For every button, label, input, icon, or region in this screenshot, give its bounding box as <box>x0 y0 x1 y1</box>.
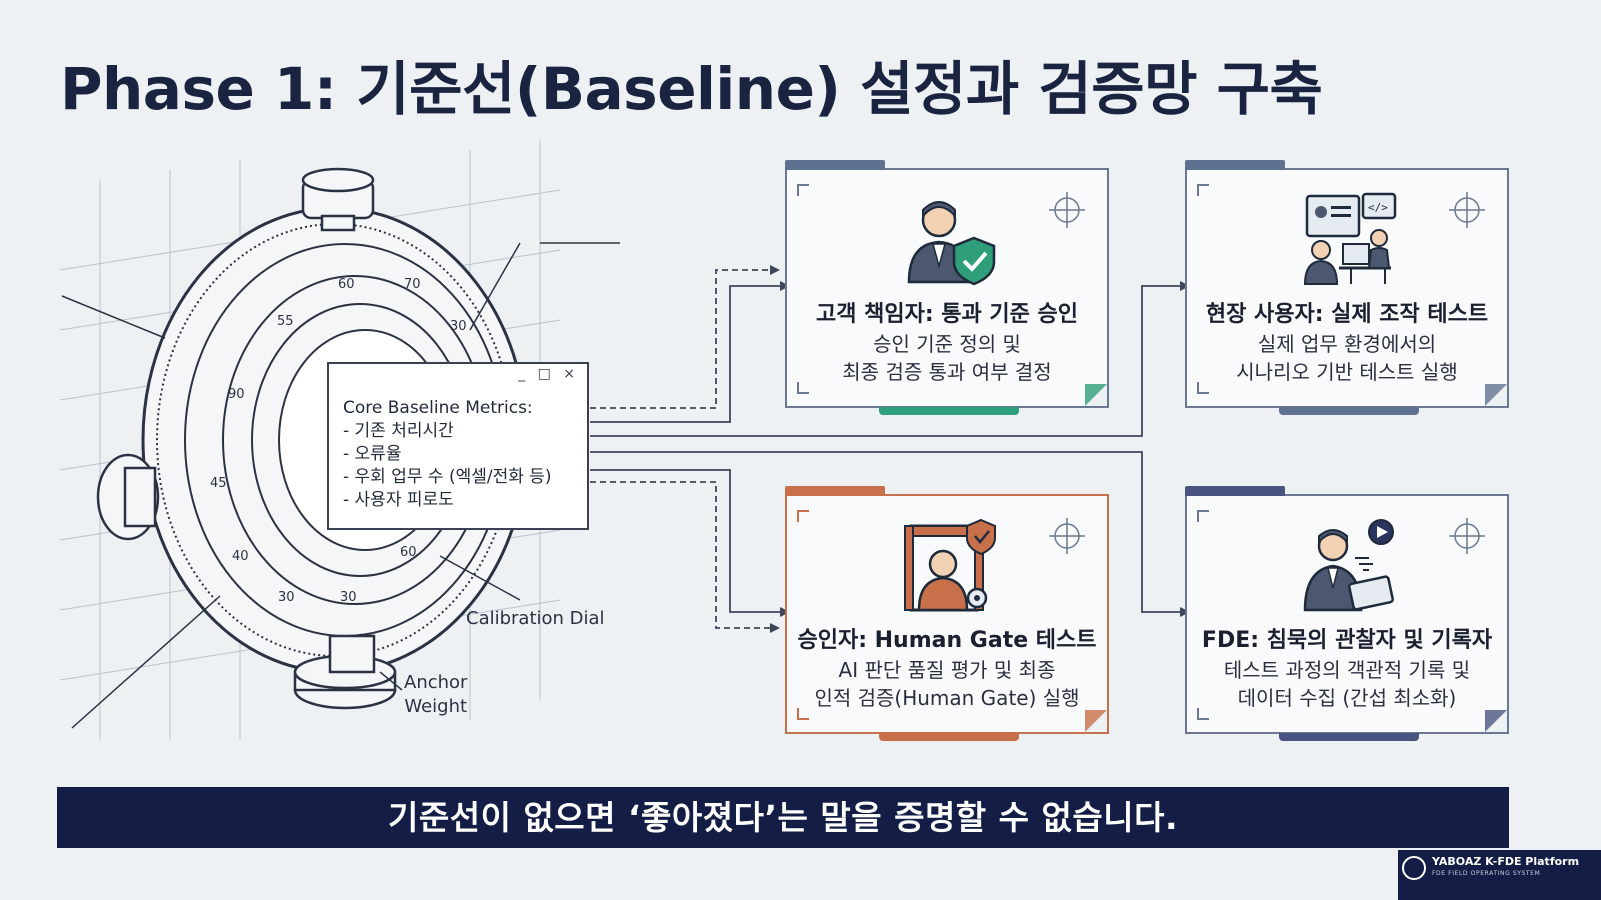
card-accent-bar <box>1279 407 1419 415</box>
card-accent-bar <box>879 733 1019 741</box>
metrics-heading: Core Baseline Metrics: <box>343 398 533 418</box>
page-fold <box>1085 384 1107 406</box>
dial-tick-label: 40 <box>232 549 249 564</box>
card-heading: 현장 사용자: 실제 조작 테스트 <box>1205 302 1489 327</box>
anchor-weight-label: Anchor Weight <box>404 672 468 717</box>
page-title: Phase 1: 기준선(Baseline) 설정과 검증망 구축 <box>60 55 1323 123</box>
card-tab <box>785 160 885 170</box>
dial-tick-label: 60 <box>400 545 417 560</box>
dial-tick-label: 30 <box>340 590 357 605</box>
card-body: 승인 기준 정의 및 최종 검증 통과 여부 결정 <box>842 332 1052 384</box>
card-heading: 승인자: Human Gate 테스트 <box>797 628 1097 653</box>
svg-text:</>: </> <box>1368 201 1388 214</box>
person-shield-check-icon <box>907 201 996 286</box>
crosshair-icon <box>1049 518 1085 554</box>
side-knob <box>96 453 160 541</box>
page-fold <box>1085 710 1107 732</box>
key-message-banner: 기준선이 없으면 ‘좋아졌다’는 말을 증명할 수 없습니다. <box>57 787 1509 848</box>
metrics-item: - 오류율 <box>343 444 402 464</box>
card-field-user: </> 현장 사용자: 실제 조작 테스트 실제 업무 환경에서의 시나리오 기… <box>1185 160 1509 415</box>
card-tab <box>1185 486 1285 496</box>
page-fold <box>1485 710 1507 732</box>
metrics-list: - 기존 처리시간 - 오류율 - 우회 업무 수 (엑셀/전화 등) - 사용… <box>343 420 552 512</box>
crosshair-icon <box>1449 192 1485 228</box>
dial-tick-label: 45 <box>210 476 227 491</box>
logo-title: YABOAZ K-FDE Platform <box>1432 855 1580 868</box>
card-fde-observer: FDE: 침묵의 관찰자 및 기록자 테스트 과정의 객관적 기록 및 데이터 … <box>1185 486 1509 741</box>
card-tab <box>785 486 885 496</box>
card-accent-bar <box>1279 733 1419 741</box>
platform-logo: YABOAZ K-FDE Platform FDE FIELD OPERATIN… <box>1398 850 1601 900</box>
dial-tick-label: 55 <box>277 314 294 329</box>
metrics-item: - 기존 처리시간 <box>343 421 454 441</box>
connector-lines <box>590 269 1180 629</box>
top-knob <box>301 167 375 232</box>
card-customer-owner: 고객 책임자: 통과 기준 승인 승인 기준 정의 및 최종 검증 통과 여부 … <box>785 160 1109 415</box>
card-body: 테스트 과정의 객관적 기록 및 데이터 수집 (간섭 최소화) <box>1223 658 1471 710</box>
user-at-workstation-icon: </> <box>1303 192 1397 285</box>
card-accent-bar <box>879 407 1019 415</box>
metrics-item: - 사용자 피로도 <box>343 490 454 510</box>
logo-subtitle: FDE FIELD OPERATING SYSTEM <box>1432 870 1541 877</box>
platform-badge-icon <box>1402 856 1426 880</box>
dial-tick-label: 90 <box>228 387 245 402</box>
person-gate-icon <box>904 518 996 612</box>
card-tab <box>1185 160 1285 170</box>
dial-tick-label: 30 <box>450 319 467 334</box>
card-body: AI 판단 품질 평가 및 최종 인적 검증(Human Gate) 실행 <box>814 658 1080 710</box>
window-controls: _ □ × <box>518 366 579 382</box>
metrics-item: - 우회 업무 수 (엑셀/전화 등) <box>343 467 552 487</box>
dial-tick-label: 60 <box>338 277 355 292</box>
crosshair-icon <box>1449 518 1485 554</box>
core-baseline-metrics-window: _ □ × Core Baseline Metrics: - 기존 처리시간 -… <box>327 362 589 530</box>
crosshair-icon <box>1049 192 1085 228</box>
card-heading: 고객 책임자: 통과 기준 승인 <box>815 302 1079 327</box>
dial-tick-label: 70 <box>404 277 421 292</box>
dial-tick-labels: 60 70 55 30 90 45 40 30 30 60 <box>210 277 467 605</box>
page-fold <box>1485 384 1507 406</box>
card-body: 실제 업무 환경에서의 시나리오 기반 테스트 실행 <box>1236 332 1458 384</box>
person-laptop-record-icon <box>1303 519 1394 612</box>
card-approver: 승인자: Human Gate 테스트 AI 판단 품질 평가 및 최종 인적 … <box>785 486 1109 741</box>
card-heading: FDE: 침묵의 관찰자 및 기록자 <box>1201 628 1493 653</box>
callout-leaders <box>61 242 620 729</box>
dial-tick-label: 30 <box>278 590 295 605</box>
calibration-dial-label: Calibration Dial <box>466 608 605 629</box>
anchor-weight <box>293 634 397 710</box>
